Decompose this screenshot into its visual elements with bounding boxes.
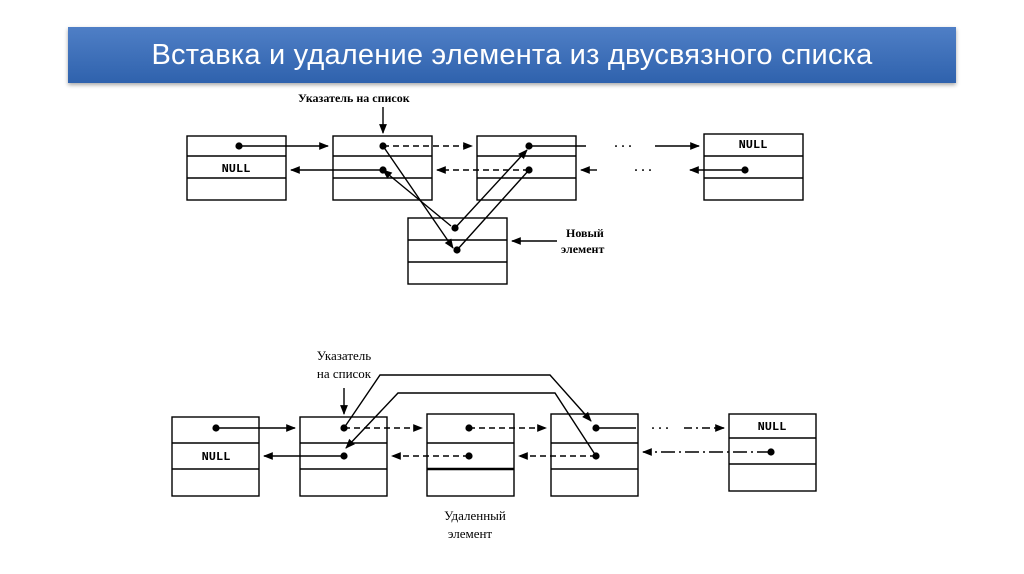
insertion-dots [235,142,749,254]
slide-title: Вставка и удаление элемента из двусвязно… [151,38,873,71]
insert-node-new [407,217,508,285]
delete-null-left: NULL [202,450,231,464]
delete-pointer-label-1: Указатель [317,348,371,363]
insert-node-left [186,135,287,201]
insert-pointer-label: Указатель на список [298,91,410,105]
insert-new-label-1: Новый [566,226,604,240]
delete-null-right: NULL [758,420,787,434]
insert-dots-top: · · · [614,139,632,153]
insert-new-link-1 [382,145,454,249]
delete-pointer-label-2: на список [317,366,372,381]
insert-dots-bottom: · · · [634,163,652,177]
delete-bypass-forward [343,374,592,429]
insert-new-link-2 [382,169,452,227]
insert-new-link-3 [454,149,528,229]
insert-null-left: NULL [222,162,251,176]
delete-node-next [550,413,639,497]
deletion-diagram [171,374,817,497]
title-bar: Вставка и удаление элемента из двусвязно… [68,27,956,83]
delete-removed-label-1: Удаленный [444,508,506,523]
delete-bypass-back [345,392,597,457]
insert-new-link-4 [456,169,530,251]
insert-null-right: NULL [739,138,768,152]
delete-removed-label-2: элемент [448,526,493,541]
delete-node-removed [426,413,515,497]
insertion-diagram [186,107,804,285]
delete-dots-top: · · · [651,421,669,435]
insert-node-tail [703,133,804,201]
insert-new-label-2: элемент [561,242,604,256]
deletion-dots [212,424,775,460]
delete-node-left [171,416,260,497]
